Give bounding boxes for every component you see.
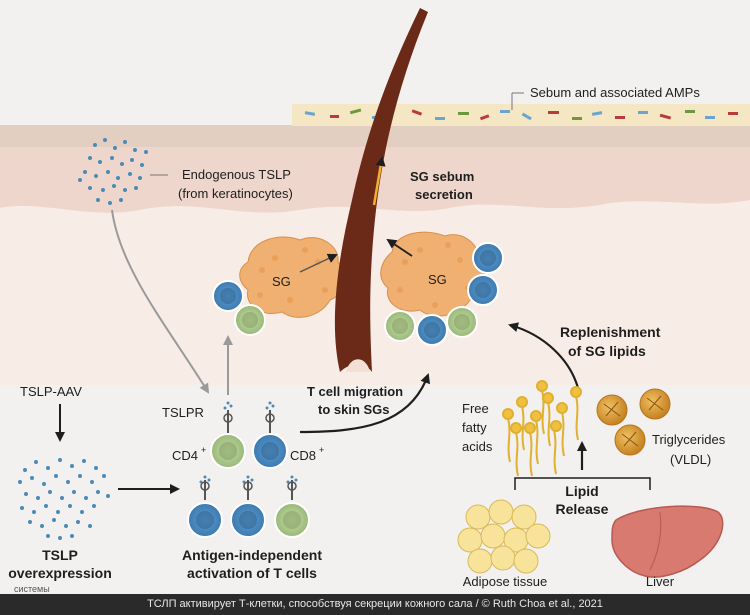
fatty-acid-molecules [502, 380, 582, 477]
cd8-plus: + [319, 445, 324, 455]
replenishment-arrow [508, 322, 580, 389]
sg-secretion-sublabel: secretion [415, 187, 473, 202]
hair-shaft [334, 8, 428, 372]
cd4-plus: + [201, 445, 206, 455]
cd4-cell [210, 401, 246, 469]
lipid-release-sublabel: Release [556, 501, 609, 517]
ffa-label-1: Free [462, 401, 489, 416]
sg-label-left: SG [272, 274, 291, 289]
tslp-diagram: Sebum and associated AMPs Endogenous TSL… [0, 8, 750, 589]
cd8-cell [252, 401, 288, 469]
lipid-release-label: Lipid [565, 483, 598, 499]
replenishment-sublabel: of SG lipids [568, 343, 646, 359]
cd4-label: CD4 [172, 448, 198, 463]
adipose-tissue [457, 499, 551, 574]
overexpressed-tslp-dots [18, 458, 110, 540]
triglycerides-sublabel: (VLDL) [670, 452, 711, 467]
sebaceous-gland-left [239, 236, 346, 318]
replenishment-label: Replenishment [560, 324, 661, 340]
sebum-secretion-arrow [372, 156, 386, 206]
cd8-label: CD8 [290, 448, 316, 463]
migration-sublabel: to skin SGs [318, 402, 390, 417]
figure-caption: ТСЛП активирует Т-клетки, способствуя се… [0, 594, 750, 615]
migration-arrow [299, 373, 430, 434]
overexpression-label: TSLP [42, 547, 78, 563]
liver-label: Liver [646, 574, 675, 589]
hair-bulb [346, 359, 370, 372]
tslp-aav-label: TSLP-AAV [20, 384, 82, 399]
adipose-label: Adipose tissue [463, 574, 548, 589]
lipid-release-bracket [514, 477, 651, 490]
triglyceride-particles [596, 388, 671, 456]
gland-duct-arrow-right [386, 238, 413, 257]
migration-label: T cell migration [307, 384, 403, 399]
triglycerides-label: Triglycerides [652, 432, 726, 447]
sebum-layer [292, 104, 750, 126]
sg-label-right: SG [428, 272, 447, 287]
activation-sublabel: activation of T cells [187, 565, 317, 581]
gland-duct-arrow-left [299, 253, 338, 273]
amp-particles [304, 108, 738, 121]
sebum-label: Sebum and associated AMPs [530, 85, 700, 100]
ffa-label-2: fatty [462, 420, 487, 435]
tslpr-label: TSLPR [162, 405, 204, 420]
endogenous-tslp-sublabel: (from keratinocytes) [178, 186, 293, 201]
activation-label: Antigen-independent [182, 547, 322, 563]
dermis [0, 200, 750, 385]
ffa-label-3: acids [462, 439, 493, 454]
liver-icon [611, 505, 724, 578]
endogenous-tslp-dots [78, 138, 148, 205]
activated-t-cells [187, 475, 310, 538]
caption-left-text: системы [14, 584, 50, 594]
overexpression-sublabel: overexpression [8, 565, 112, 581]
sg-secretion-label: SG sebum [410, 169, 474, 184]
endogenous-tslp-label: Endogenous TSLP [182, 167, 291, 182]
t-cells-around-glands [212, 242, 504, 346]
tslp-to-tslpr-arrow [111, 209, 210, 394]
